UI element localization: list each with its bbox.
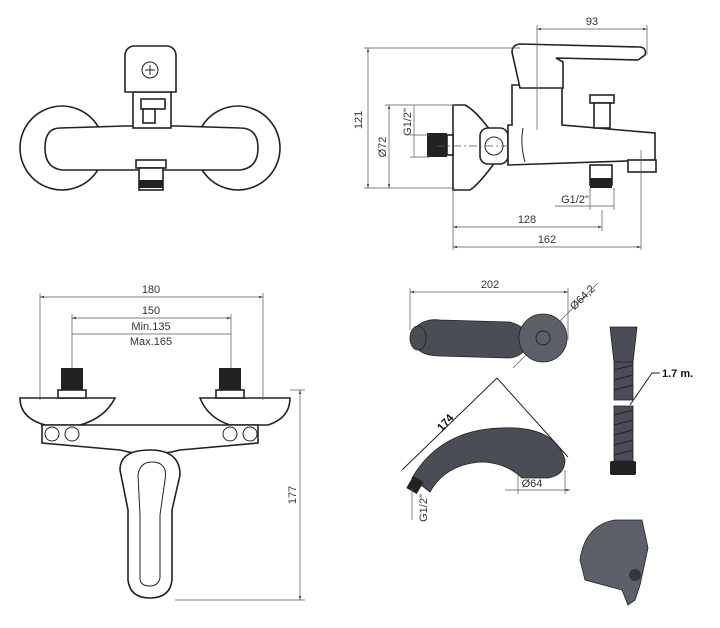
dim-min-distance: Min.135 <box>131 321 170 333</box>
dim-inlet-thread: G1/2" <box>402 108 414 136</box>
dim-max-distance: Max.165 <box>130 336 172 348</box>
dim-center-distance: 150 <box>142 305 160 317</box>
dim-height-top: 177 <box>287 486 299 504</box>
dim-total-length: 162 <box>538 234 556 246</box>
dim-handset-length: 202 <box>481 279 499 291</box>
dim-handset-reach: 174 <box>435 412 457 434</box>
dim-flange-diameter: Ø72 <box>377 137 389 158</box>
dim-hose-length: 1.7 m. <box>662 368 693 380</box>
side-view: 93 121 Ø72 G1/2" G1/2" 128 162 <box>353 16 657 250</box>
dim-height: 121 <box>353 111 365 129</box>
dim-outlet-thread: G1/2" <box>561 194 589 206</box>
dim-total-width: 180 <box>142 284 160 296</box>
top-view: 180 150 Min.135 Max.165 177 <box>19 284 305 601</box>
dim-connection-thread: G1/2" <box>418 494 430 522</box>
dim-handle-reach: 93 <box>586 16 598 28</box>
shower-set: 202 Ø64,2 174 Ø64 G1/2" 1.7 m. <box>401 279 693 606</box>
dim-head-diameter: Ø64,2 <box>568 283 598 313</box>
dim-outlet-distance: 128 <box>518 214 536 226</box>
front-view <box>19 45 281 191</box>
dim-face-diameter: Ø64 <box>522 478 543 490</box>
